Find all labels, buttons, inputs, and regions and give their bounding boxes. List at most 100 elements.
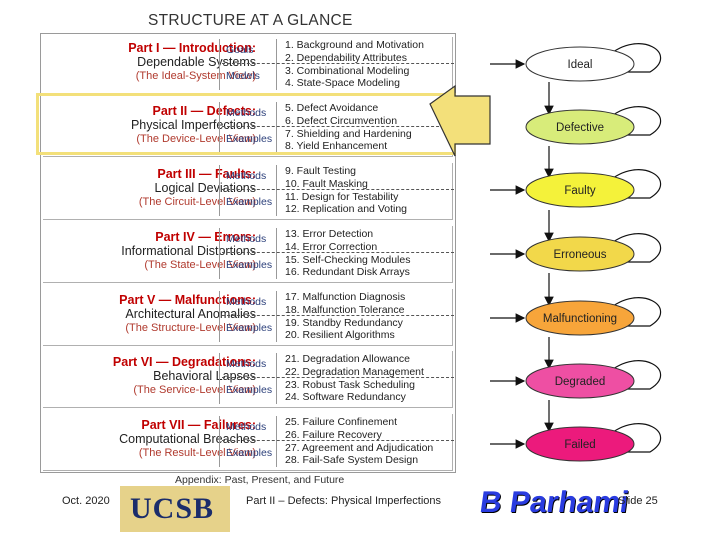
- part-label-top: Methods: [226, 421, 267, 433]
- part-view: (The Circuit-Level View): [138, 196, 256, 208]
- part-view: (The Device-Level View): [136, 133, 256, 145]
- part-subtitle: Logical Deviations: [154, 181, 256, 195]
- state-ellipse: [525, 300, 635, 336]
- part-subtitle: Architectural Anomalies: [125, 307, 256, 321]
- part-name: Part VI — Degradations:: [112, 355, 256, 369]
- column-divider: [219, 102, 220, 153]
- part-label-bottom: Examples: [226, 447, 273, 459]
- part-subtitle: Informational Distortions: [121, 244, 256, 258]
- chapter-item: 21. Degradation Allowance: [285, 353, 410, 365]
- part-label-bottom: Examples: [226, 259, 273, 271]
- chapter-item: 24. Software Redundancy: [285, 391, 406, 404]
- part-label-top: Methods: [226, 170, 267, 182]
- part-view: (The Service-Level View): [133, 384, 256, 396]
- column-divider: [276, 228, 277, 279]
- chapter-item: 3. Combinational Modeling: [285, 64, 410, 77]
- part-name: Part V — Malfunctions:: [119, 293, 256, 307]
- part-label-top: Methods: [226, 358, 267, 370]
- chapter-item: 19. Standby Redundancy: [285, 316, 403, 329]
- part-name: Part IV — Errors:: [155, 230, 256, 244]
- part-heading: Part III — Faults:Logical Deviations(The…: [139, 167, 256, 209]
- self-loop-arrow: [607, 297, 662, 331]
- chapter-item: 18. Malfunction Tolerance: [285, 303, 405, 316]
- dashed-divider: [222, 126, 454, 127]
- chapter-item: 23. Robust Task Scheduling: [285, 378, 415, 391]
- chapter-item: 9. Fault Testing: [285, 165, 357, 177]
- part-row: Part VI — Degradations:Behavioral Lapses…: [42, 350, 454, 407]
- self-loop-arrow: [607, 423, 662, 457]
- chapter-item: 7. Shielding and Hardening: [285, 127, 412, 140]
- column-divider: [276, 291, 277, 342]
- part-heading: Part IV — Errors:Informational Distortio…: [121, 230, 256, 272]
- chapter-item: 22. Degradation Management: [285, 365, 424, 378]
- part-row: Part I — Introduction:Dependable Systems…: [42, 36, 454, 93]
- part-label-top: Goals: [226, 44, 254, 56]
- part-label-bottom: Examples: [226, 133, 273, 145]
- dashed-divider: [222, 440, 454, 441]
- part-subtitle: Dependable Systems: [137, 55, 256, 69]
- part-heading: Part V — Malfunctions:Architectural Anom…: [119, 293, 256, 335]
- state-ellipse: [525, 236, 635, 272]
- footer-slide-title: Part II – Defects: Physical Imperfection…: [246, 495, 442, 507]
- dashed-divider: [222, 315, 454, 316]
- part-view: (The State-Level View): [144, 259, 256, 271]
- state-node: Defective: [525, 106, 662, 145]
- part-name: Part III — Faults:: [157, 167, 256, 181]
- part-view: (The Result-Level View): [138, 447, 256, 459]
- state-node: Degraded: [525, 360, 662, 399]
- state-node: Failed: [525, 423, 662, 462]
- part-label-top: Methods: [226, 296, 267, 308]
- chapter-item: 20. Resilient Algorithms: [285, 329, 395, 342]
- part-heading: Part I — Introduction:Dependable Systems…: [128, 41, 256, 83]
- state-node: Erroneous: [525, 233, 662, 272]
- state-ellipse: [525, 172, 635, 208]
- chapter-item: 12. Replication and Voting: [285, 203, 408, 216]
- state-ellipse: [525, 109, 635, 145]
- chapter-item: 26. Failure Recovery: [285, 428, 382, 441]
- column-divider: [276, 165, 277, 216]
- chapter-item: 28. Fail-Safe System Design: [285, 454, 419, 467]
- column-divider: [276, 39, 277, 90]
- state-label: Degraded: [555, 376, 606, 388]
- dashed-divider: [222, 189, 454, 190]
- column-divider: [276, 353, 277, 404]
- state-label: Faulty: [564, 185, 596, 197]
- appendix-note: Appendix: Past, Present, and Future: [175, 474, 345, 486]
- self-loop-arrow: [607, 43, 662, 77]
- pointer-arrow-icon: [429, 84, 491, 157]
- chapter-item: 17. Malfunction Diagnosis: [285, 291, 406, 303]
- part-subtitle: Physical Imperfections: [130, 118, 256, 132]
- column-divider: [276, 416, 277, 467]
- column-divider: [276, 102, 277, 153]
- part-subtitle: Behavioral Lapses: [153, 369, 256, 383]
- self-loop-arrow: [607, 233, 662, 267]
- ucsb-logo: UCSB: [120, 486, 230, 532]
- part-heading: Part VI — Degradations:Behavioral Lapses…: [113, 355, 256, 397]
- chapter-item: 5. Defect Avoidance: [285, 102, 379, 114]
- part-row: Part VII — Failures:Computational Breach…: [42, 413, 454, 470]
- state-label: Malfunctioning: [543, 313, 617, 325]
- part-heading: Part VII — Failures:Computational Breach…: [119, 418, 256, 460]
- column-divider: [219, 291, 220, 342]
- chapter-item: 13. Error Detection: [285, 228, 374, 240]
- part-label-top: Methods: [226, 107, 267, 119]
- column-divider: [219, 165, 220, 216]
- part-label-bottom: Examples: [226, 196, 273, 208]
- self-loop-arrow: [607, 169, 662, 203]
- chapter-item: 16. Redundant Disk Arrays: [285, 266, 410, 279]
- part-label-bottom: Examples: [226, 384, 273, 396]
- column-divider: [219, 39, 220, 90]
- part-label-top: Methods: [226, 233, 267, 245]
- part-view: (The Structure-Level View): [125, 322, 256, 334]
- column-divider: [219, 228, 220, 279]
- part-row: Part V — Malfunctions:Architectural Anom…: [42, 288, 454, 345]
- part-name: Part II — Defects:: [152, 104, 256, 118]
- dashed-divider: [222, 377, 454, 378]
- chapter-item: 25. Failure Confinement: [285, 416, 398, 428]
- self-loop-arrow: [607, 106, 662, 140]
- part-label-bottom: Models: [226, 70, 260, 82]
- chapter-item: 15. Self-Checking Modules: [285, 253, 411, 266]
